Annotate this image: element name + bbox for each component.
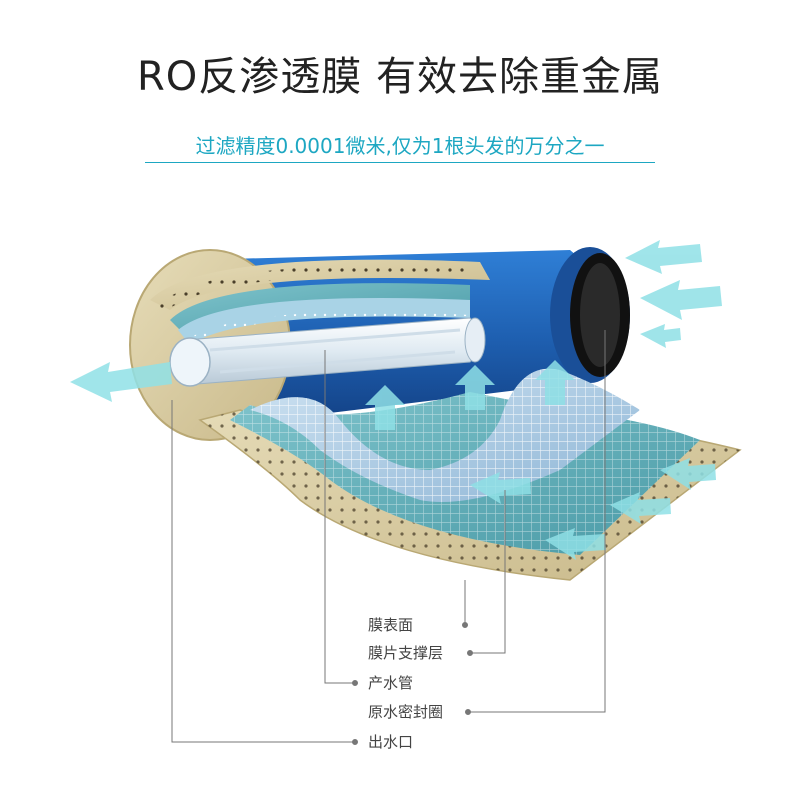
page-title: RO反渗透膜 有效去除重金属 bbox=[137, 54, 663, 100]
upflow-arrow-icon bbox=[455, 365, 495, 410]
flow-arrow-icon bbox=[470, 472, 531, 504]
page-subtitle: 过滤精度0.0001微米,仅为1根头发的万分之一 bbox=[195, 134, 605, 158]
flow-arrow-icon bbox=[610, 492, 671, 524]
inflow-arrow-icon bbox=[625, 240, 702, 274]
inflow-arrow-icon bbox=[640, 280, 722, 320]
label-product-tube: 产水管 bbox=[368, 674, 414, 692]
membrane-cylinder bbox=[129, 247, 630, 441]
leader-lines bbox=[171, 330, 606, 745]
label-membrane-surface: 膜表面 bbox=[368, 616, 414, 634]
subtitle-underline bbox=[145, 162, 655, 163]
inflow-arrow-icon bbox=[640, 324, 681, 348]
upflow-arrow-icon bbox=[535, 360, 575, 405]
upflow-arrow-icon bbox=[365, 385, 405, 430]
outflow-arrow-icon bbox=[70, 362, 172, 402]
flow-arrow-icon bbox=[660, 458, 716, 490]
label-support-layer: 膜片支撑层 bbox=[368, 644, 444, 662]
flow-arrows bbox=[70, 240, 722, 560]
label-raw-water-seal: 原水密封圈 bbox=[368, 703, 444, 721]
flow-arrow-icon bbox=[545, 528, 606, 560]
label-water-outlet: 出水口 bbox=[368, 733, 414, 751]
